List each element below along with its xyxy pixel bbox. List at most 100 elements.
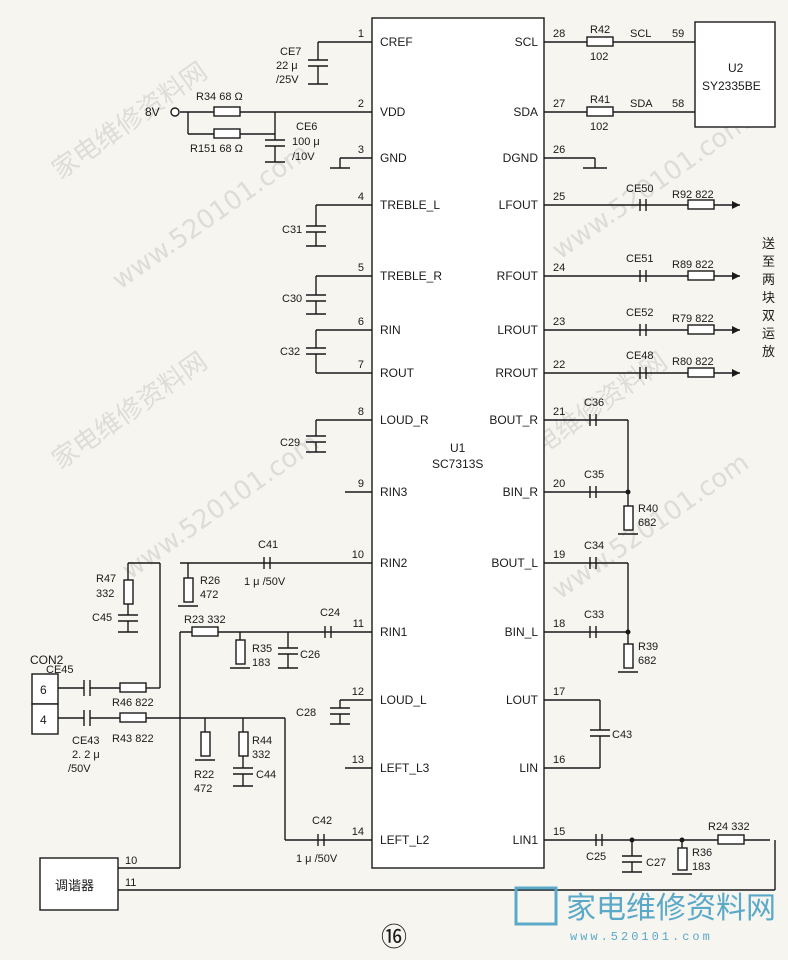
svg-text:22 μ: 22 μ bbox=[276, 60, 298, 72]
svg-text:C36: C36 bbox=[584, 397, 604, 409]
svg-text:/50V: /50V bbox=[68, 763, 91, 775]
r41-resistor bbox=[586, 106, 614, 117]
c42-capacitor: C42 1 μ /50V bbox=[296, 815, 338, 865]
svg-text:LEFT_L2: LEFT_L2 bbox=[380, 833, 430, 847]
c30-capacitor: C30 bbox=[282, 276, 326, 315]
svg-text:家电维修资料网: 家电维修资料网 bbox=[47, 347, 213, 476]
c28-capacitor: C28 bbox=[296, 700, 350, 725]
svg-text:2. 2 μ: 2. 2 μ bbox=[72, 749, 100, 761]
u2-scl-label: SCL bbox=[630, 28, 651, 40]
svg-text:R92 822: R92 822 bbox=[672, 189, 714, 201]
svg-text:24: 24 bbox=[553, 262, 565, 274]
svg-text:20: 20 bbox=[553, 478, 565, 490]
svg-text:C27: C27 bbox=[646, 857, 666, 869]
u2-pin-58: 58 bbox=[672, 98, 684, 110]
svg-text:LEFT_L3: LEFT_L3 bbox=[380, 761, 430, 775]
svg-text:家电维修资料网: 家电维修资料网 bbox=[566, 891, 776, 926]
page-number: ⑯ bbox=[381, 923, 407, 953]
svg-text:RIN1: RIN1 bbox=[380, 625, 408, 639]
svg-text:C29: C29 bbox=[280, 437, 300, 449]
svg-text:RIN: RIN bbox=[380, 323, 401, 337]
svg-text:R42: R42 bbox=[590, 24, 610, 36]
svg-text:C32: C32 bbox=[280, 346, 300, 358]
ce7-capacitor: CE7 22 μ /25V bbox=[276, 42, 328, 86]
svg-text:682: 682 bbox=[638, 517, 656, 529]
svg-text:DGND: DGND bbox=[503, 151, 539, 165]
svg-text:R44: R44 bbox=[252, 735, 272, 747]
svg-text:BIN_L: BIN_L bbox=[505, 625, 539, 639]
svg-text:4: 4 bbox=[40, 713, 47, 727]
r43-resistor bbox=[119, 712, 147, 723]
u1-chip bbox=[371, 17, 545, 869]
svg-text:www.520101.com: www.520101.com bbox=[117, 428, 325, 586]
con2-connector: CON2 6 4 CE45 R46 822 CE43 2. 2 μ /50V R… bbox=[30, 653, 285, 775]
svg-text:R151 68 Ω: R151 68 Ω bbox=[190, 143, 243, 155]
rin2-network: C41 1 μ /50V R47 332 C45 R26 472 bbox=[92, 539, 286, 688]
svg-text:682: 682 bbox=[638, 655, 656, 667]
svg-text:28: 28 bbox=[553, 28, 565, 40]
svg-text:C31: C31 bbox=[282, 224, 302, 236]
svg-text:R89 822: R89 822 bbox=[672, 259, 714, 271]
svg-text:10: 10 bbox=[125, 855, 137, 867]
svg-text:C34: C34 bbox=[584, 540, 604, 552]
svg-text:13: 13 bbox=[352, 754, 364, 766]
svg-text:www.520101.com: www.520101.com bbox=[570, 930, 713, 944]
svg-text:26: 26 bbox=[553, 144, 565, 156]
svg-text:183: 183 bbox=[692, 861, 710, 873]
u2-part: SY2335BE bbox=[702, 79, 761, 93]
svg-text:RROUT: RROUT bbox=[495, 366, 538, 380]
svg-text:19: 19 bbox=[553, 549, 565, 561]
dgnd-ground bbox=[583, 158, 607, 169]
svg-text:102: 102 bbox=[590, 121, 608, 133]
svg-text:R40: R40 bbox=[638, 503, 658, 515]
u1-part: SC7313S bbox=[432, 457, 483, 471]
svg-text:18: 18 bbox=[553, 618, 565, 630]
svg-text:23: 23 bbox=[553, 316, 565, 328]
r151-resistor bbox=[213, 128, 241, 139]
svg-text:C41: C41 bbox=[258, 539, 278, 551]
c29-capacitor: C29 bbox=[280, 420, 326, 453]
svg-text:双: 双 bbox=[762, 309, 775, 324]
r23-resistor bbox=[191, 626, 219, 637]
svg-text:6: 6 bbox=[40, 683, 47, 697]
svg-text:11: 11 bbox=[125, 877, 136, 889]
r46-resistor bbox=[119, 682, 147, 693]
svg-text:102: 102 bbox=[590, 51, 608, 63]
lin1-network: C25 C27 R36 183 R24 332 bbox=[586, 821, 750, 875]
svg-text:472: 472 bbox=[200, 589, 218, 601]
svg-text:14: 14 bbox=[352, 826, 364, 838]
svg-text:CE45: CE45 bbox=[46, 664, 74, 676]
svg-text:R23 332: R23 332 bbox=[184, 614, 226, 626]
svg-text:CREF: CREF bbox=[380, 35, 413, 49]
svg-text:C35: C35 bbox=[584, 469, 604, 481]
svg-text:TREBLE_R: TREBLE_R bbox=[380, 269, 442, 283]
svg-text:LOUD_R: LOUD_R bbox=[380, 413, 429, 427]
svg-text:8: 8 bbox=[358, 406, 364, 418]
svg-text:R24 332: R24 332 bbox=[708, 821, 750, 833]
lin-network: R22 472 R44 332 C44 bbox=[194, 718, 286, 840]
svg-text:16: 16 bbox=[553, 754, 565, 766]
svg-text:7: 7 bbox=[358, 359, 364, 371]
svg-text:C42: C42 bbox=[312, 815, 332, 827]
supply-network: 8V R34 68 Ω R151 68 Ω CE6 100 μ /10V bbox=[145, 91, 320, 163]
svg-text:CE51: CE51 bbox=[626, 253, 654, 265]
svg-text:BOUT_R: BOUT_R bbox=[489, 413, 538, 427]
svg-text:R41: R41 bbox=[590, 94, 610, 106]
svg-text:12: 12 bbox=[352, 686, 364, 698]
u2-sda-label: SDA bbox=[630, 98, 653, 110]
svg-text:LOUD_L: LOUD_L bbox=[380, 693, 427, 707]
svg-text:两: 两 bbox=[762, 273, 775, 288]
svg-text:块: 块 bbox=[762, 291, 775, 306]
svg-text:RIN3: RIN3 bbox=[380, 485, 408, 499]
svg-text:TREBLE_L: TREBLE_L bbox=[380, 198, 440, 212]
svg-text:1: 1 bbox=[358, 28, 364, 40]
svg-text:RIN2: RIN2 bbox=[380, 556, 408, 570]
svg-text:LROUT: LROUT bbox=[497, 323, 538, 337]
svg-text:R22: R22 bbox=[194, 769, 214, 781]
r42-resistor bbox=[586, 36, 614, 47]
svg-text:C25: C25 bbox=[586, 851, 606, 863]
svg-text:332: 332 bbox=[96, 588, 114, 600]
svg-text:27: 27 bbox=[553, 98, 565, 110]
r44-resistor bbox=[238, 731, 249, 757]
